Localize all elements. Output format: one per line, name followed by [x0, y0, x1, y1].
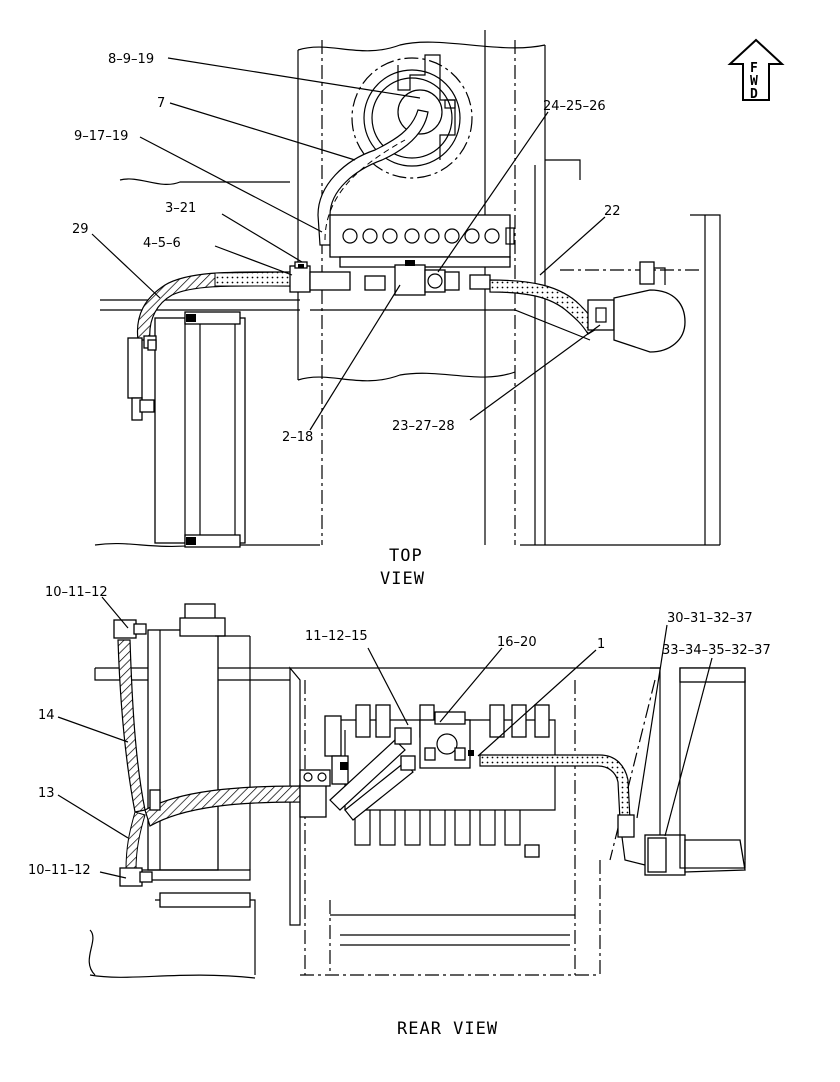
callout-14: 14 [38, 708, 55, 723]
callout-30-31-32-37: 30–31–32–37 [667, 611, 753, 626]
leader-lines [57, 57, 713, 879]
fwd-letter-f: F [750, 61, 758, 76]
callout-2-18: 2–18 [282, 430, 313, 445]
callout-33-34-35-32-37: 33–34–35–32–37 [662, 643, 771, 658]
callout-10-11-12-bottom: 10–11–12 [28, 863, 91, 878]
callout-11-12-15: 11–12–15 [305, 629, 368, 644]
callout-3-21: 3–21 [165, 201, 196, 216]
callout-16-20: 16–20 [497, 635, 537, 650]
callout-10-11-12-top: 10–11–12 [45, 585, 108, 600]
callout-23-27-28: 23–27–28 [392, 419, 455, 434]
top-view-callouts: 8–9–19 7 9–17–19 3–21 4–5–6 29 24–25–26 … [72, 52, 621, 445]
rear-view-callouts: 10–11–12 14 13 10–11–12 11–12–15 16–20 1… [28, 585, 771, 878]
top-view-title-line2: VIEW [380, 569, 425, 589]
fwd-letter-w: W [750, 74, 758, 89]
callout-24-25-26: 24–25–26 [543, 99, 606, 114]
callout-4-5-6: 4–5–6 [143, 236, 181, 251]
callout-1: 1 [597, 637, 605, 652]
callout-9-17-19: 9–17–19 [74, 129, 128, 144]
fwd-letter-d: D [750, 87, 758, 102]
rear-view [88, 603, 746, 979]
callout-13: 13 [38, 786, 55, 801]
fwd-arrow-icon: F W D [727, 38, 785, 102]
rear-view-title: REAR VIEW [397, 1019, 498, 1039]
callout-29: 29 [72, 222, 89, 237]
callout-7: 7 [157, 96, 165, 111]
top-view [94, 30, 721, 548]
callout-8-9-19: 8–9–19 [108, 52, 154, 67]
top-view-title-line1: TOP [389, 546, 423, 566]
callout-22: 22 [604, 204, 621, 219]
